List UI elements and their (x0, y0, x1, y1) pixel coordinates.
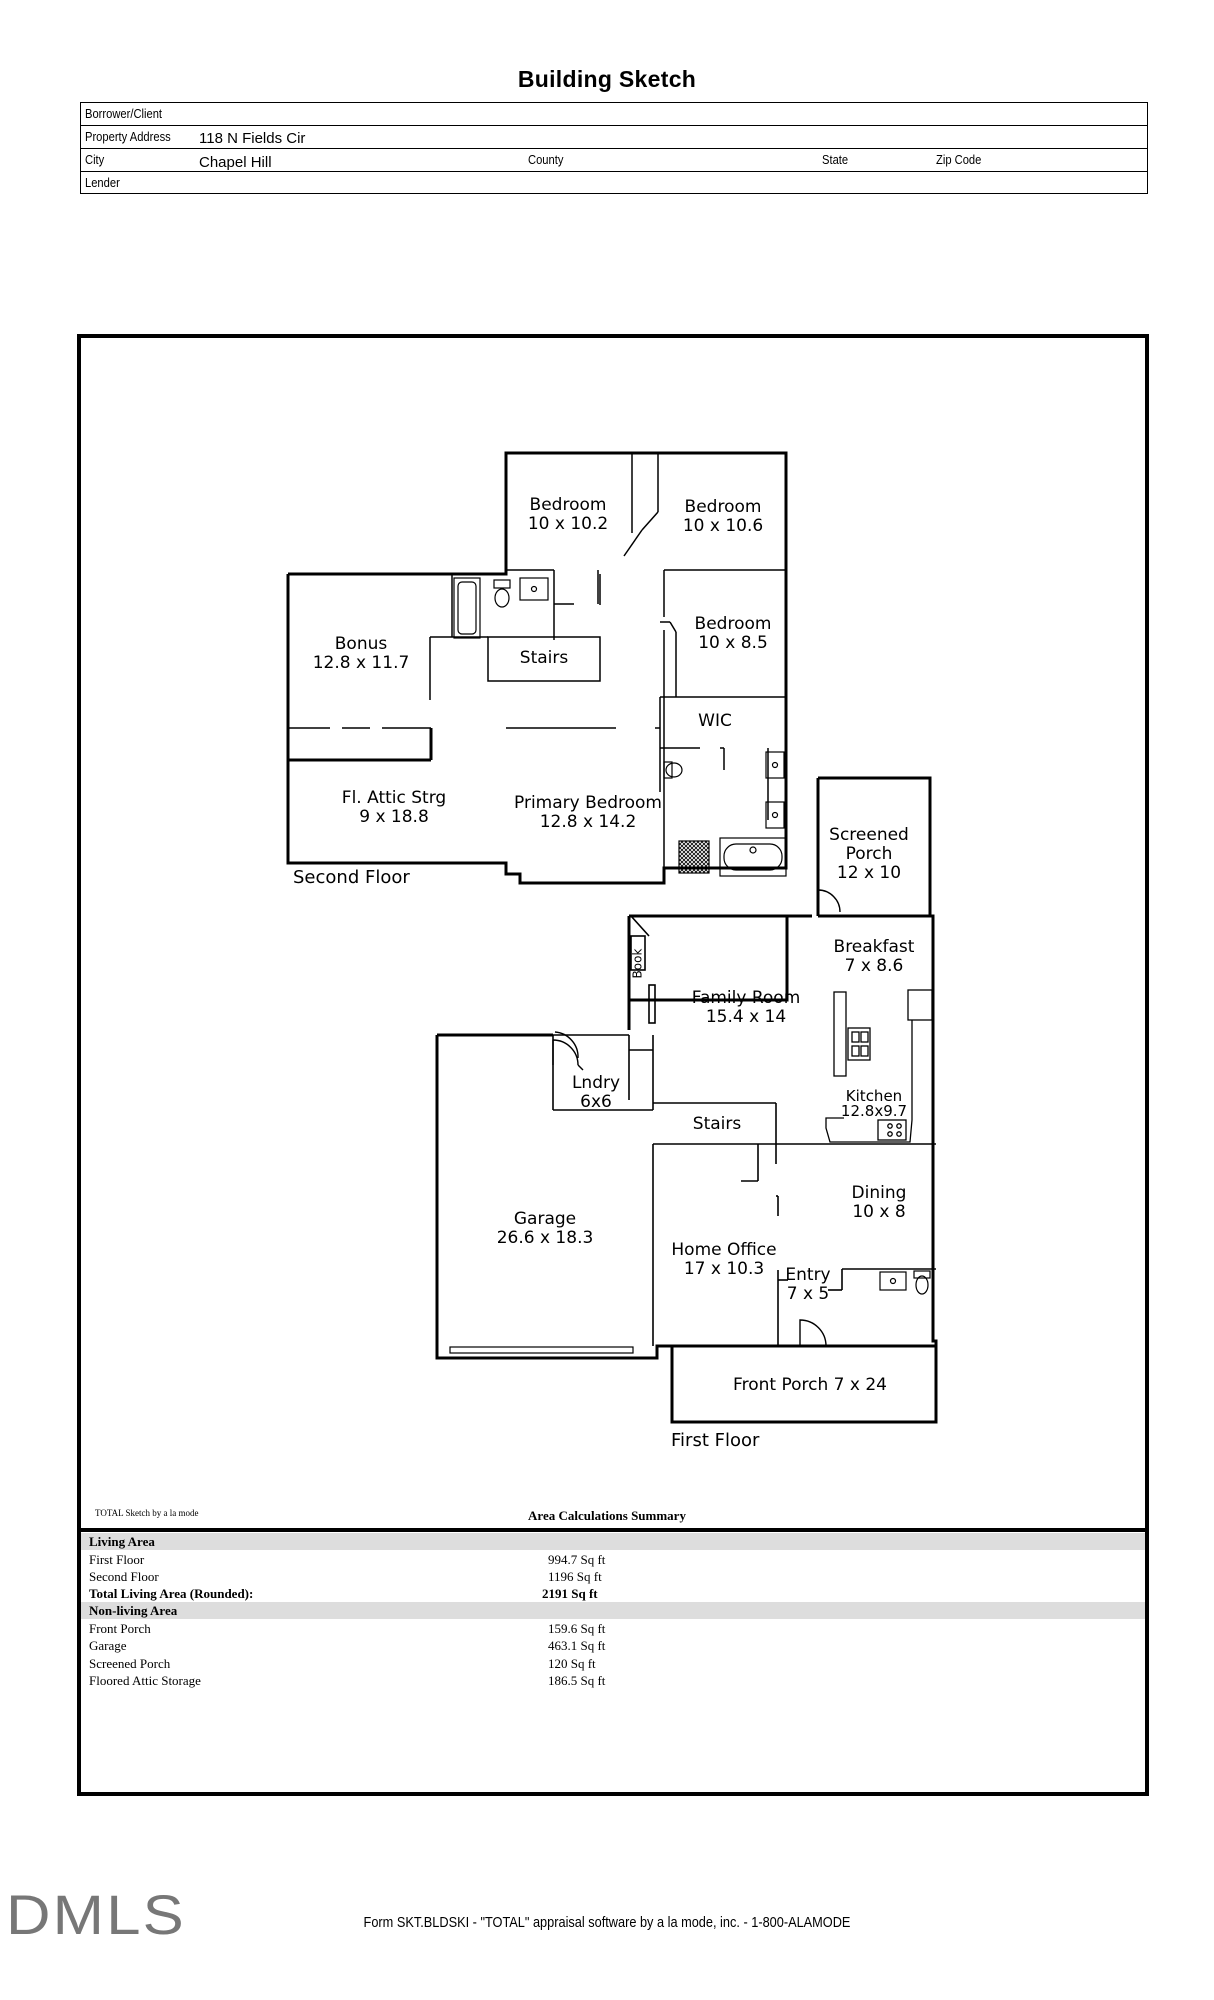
address-label: Property Address (85, 129, 171, 144)
room-stairs-upper: Stairs (519, 648, 569, 668)
area-summary-title: Area Calculations Summary (528, 1508, 686, 1523)
room-stairs-lower: Stairs (692, 1114, 742, 1134)
nonliving-area-header: Non-living Area (81, 1602, 1145, 1619)
county-label: County (528, 152, 564, 167)
garage-area-value: 463.1 Sq ft (548, 1638, 606, 1653)
property-header-table: Borrower/Client Property Address 118 N F… (80, 102, 1148, 194)
page-title: Building Sketch (517, 66, 697, 92)
city-value: Chapel Hill (199, 154, 272, 171)
summary-divider (77, 1528, 1149, 1532)
garage-door (449, 1346, 634, 1354)
first-floor-area-label: First Floor (89, 1552, 145, 1567)
garage-area-label: Garage (89, 1638, 127, 1653)
first-floor-walls (435, 776, 938, 1424)
lender-label: Lender (85, 175, 120, 190)
screened-porch-area-label: Screened Porch (89, 1656, 171, 1671)
second-floor-interior (288, 453, 786, 868)
shower-hatch (678, 840, 710, 874)
state-label: State (822, 152, 849, 167)
kitchen-fixtures (825, 989, 933, 1143)
powder-room-fixtures (879, 1270, 931, 1295)
upper-bath-fixtures (453, 577, 787, 877)
door-swings (552, 889, 841, 1347)
room-front-porch: Front Porch 7 x 24 (733, 1375, 887, 1395)
address-value: 118 N Fields Cir (199, 130, 306, 147)
attic-storage-area-label: Floored Attic Storage (89, 1673, 201, 1688)
form-footer: Form SKT.BLDSKI - "TOTAL" appraisal soft… (363, 1914, 851, 1931)
front-porch-area-label: Front Porch (89, 1621, 151, 1636)
zip-label: Zip Code (936, 152, 982, 167)
room-book: Book (630, 948, 645, 979)
total-living-area-value: 2191 Sq ft (542, 1586, 598, 1601)
front-porch-area-value: 159.6 Sq ft (548, 1621, 606, 1636)
borrower-row: Borrower/Client (81, 103, 1147, 126)
room-wic: WIC (698, 711, 732, 731)
second-floor-area-label: Second Floor (89, 1569, 159, 1584)
second-floor-area-value: 1196 Sq ft (548, 1569, 602, 1584)
first-floor-area-value: 994.7 Sq ft (548, 1552, 606, 1567)
city-label: City (85, 152, 105, 167)
address-row: Property Address 118 N Fields Cir (81, 126, 1147, 149)
sketch-frame (77, 334, 1149, 1796)
living-area-header: Living Area (81, 1533, 1145, 1550)
dmls-logo: DMLS (6, 1883, 186, 1946)
city-row: City Chapel Hill County State Zip Code (81, 149, 1147, 172)
lender-row: Lender (81, 172, 1147, 195)
borrower-label: Borrower/Client (85, 106, 163, 121)
first-floor-label: First Floor (671, 1430, 760, 1451)
attic-storage-area-value: 186.5 Sq ft (548, 1673, 606, 1688)
second-floor-label: Second Floor (293, 867, 410, 888)
total-living-area-label: Total Living Area (Rounded): (89, 1586, 254, 1601)
sketch-credit: TOTAL Sketch by a la mode (95, 1508, 199, 1518)
screened-porch-area-value: 120 Sq ft (548, 1656, 596, 1671)
